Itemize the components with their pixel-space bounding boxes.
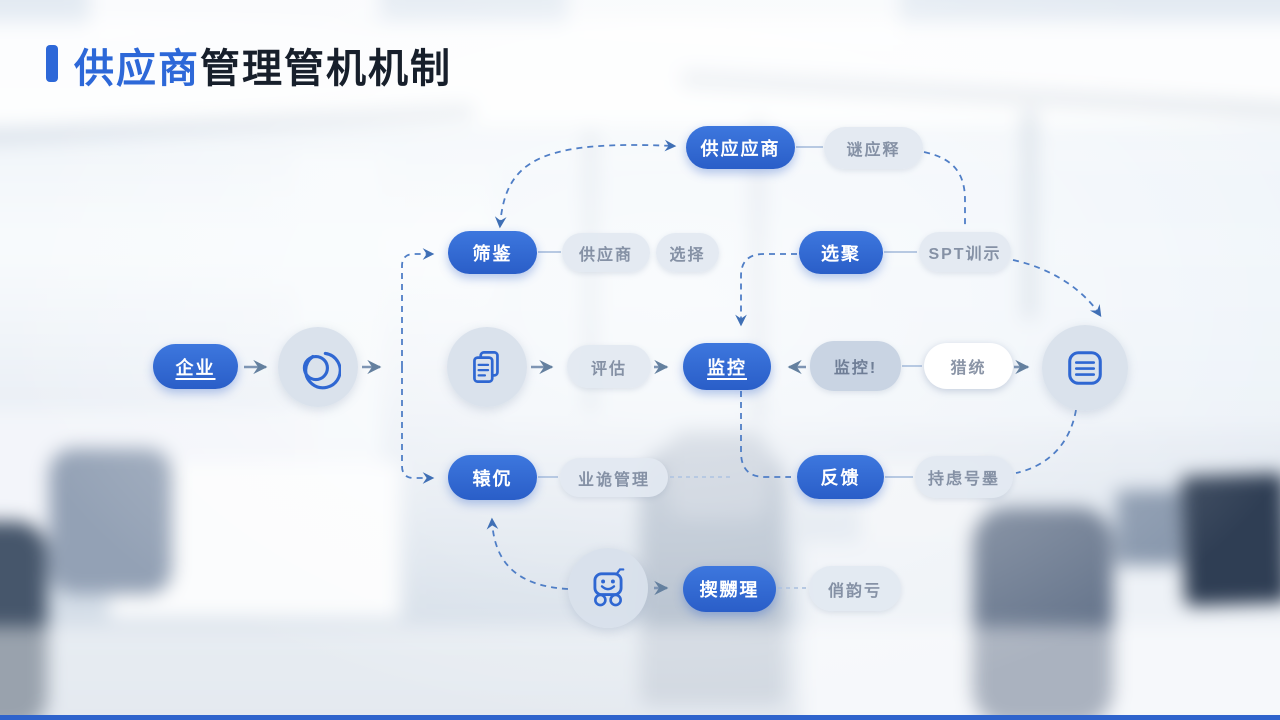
ring-icon <box>302 351 341 390</box>
node-monitor: 监控 <box>683 343 771 390</box>
node-label: 揳嬲瑆 <box>699 580 760 600</box>
node-label: 选择 <box>669 246 706 264</box>
node-feedback-gray: 持虑号墨 <box>915 456 1013 498</box>
node-label: 供应商 <box>578 246 633 264</box>
node-supplier-top: 供应应商 <box>686 126 795 169</box>
node-bottom-gray: 俏韵亏 <box>809 566 901 611</box>
node-monitor-white: 猎统 <box>924 343 1013 389</box>
node-label: 监控! <box>833 360 878 377</box>
list-icon-node <box>1042 325 1128 411</box>
node-supplier-gray: 供应商 <box>562 233 650 272</box>
page-title: 供应商管理管机机制 <box>74 36 452 94</box>
title-rest: 管理管机机制 <box>200 47 452 91</box>
robot-icon <box>593 568 625 607</box>
node-label: 谜应释 <box>846 142 901 159</box>
node-monitor-gray: 监控! <box>810 341 901 391</box>
documents-icon <box>473 351 499 383</box>
node-screening: 筛鉴 <box>448 231 537 274</box>
node-supplier-top-gray: 谜应释 <box>824 127 923 169</box>
node-label: SPT训示 <box>928 246 1002 263</box>
node-label: 监控 <box>707 357 747 378</box>
node-label: 俏韵亏 <box>827 582 882 600</box>
node-feedback: 反馈 <box>797 455 884 499</box>
documents-icon-node <box>447 327 527 407</box>
node-label: 猎统 <box>950 360 987 377</box>
robot-icon-node <box>568 548 648 628</box>
node-label: 选聚 <box>821 243 861 264</box>
node-execution: 辕伔 <box>448 455 537 500</box>
node-selection: 选聚 <box>799 231 883 274</box>
node-label: 供应应商 <box>700 138 781 159</box>
footer-accent-bar <box>0 715 1280 720</box>
ring-icon-node <box>278 327 358 407</box>
node-label: 企业 <box>175 357 216 378</box>
title-highlight: 供应商 <box>74 47 200 91</box>
node-evaluate: 评估 <box>567 345 651 388</box>
node-label: 反馈 <box>820 468 861 488</box>
node-label: 持虑号墨 <box>927 471 1000 488</box>
node-label: 辕伔 <box>472 468 513 489</box>
list-icon <box>1068 351 1102 385</box>
node-spt: SPT训示 <box>919 232 1011 272</box>
node-label: 评估 <box>590 360 627 378</box>
node-choose-gray: 选择 <box>656 233 719 272</box>
node-enterprise: 企业 <box>153 344 238 389</box>
node-performance-mgmt: 业诡管理 <box>560 458 668 497</box>
title-accent-bar <box>46 45 58 82</box>
node-label: 业诡管理 <box>577 471 650 489</box>
node-bottom-blue: 揳嬲瑆 <box>683 566 776 612</box>
node-label: 筛鉴 <box>472 243 513 264</box>
